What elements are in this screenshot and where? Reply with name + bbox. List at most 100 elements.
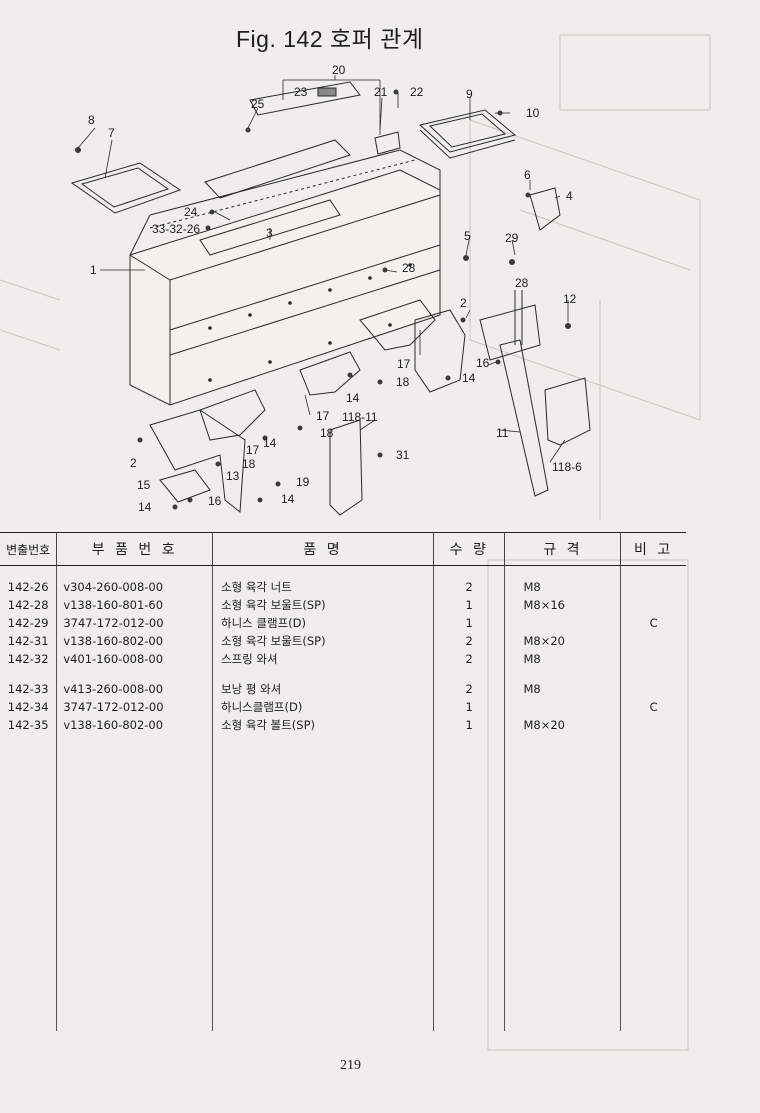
cell-part-number: v304-260-008-00 (56, 578, 214, 596)
cell-ref: 142-34 (0, 698, 58, 716)
cell-quantity: 1 (433, 698, 506, 716)
callout-label: 28 (515, 276, 529, 290)
cell-note (621, 650, 686, 668)
cell-part-number: v401-160-008-00 (56, 650, 214, 668)
header-ref-number: 변출번호 (0, 532, 58, 566)
callout-label: 4 (566, 189, 573, 203)
callout-label: 25 (251, 97, 265, 111)
cell-ref: 142-29 (0, 614, 58, 632)
callout-label: 2 (460, 296, 467, 310)
callout-label: 14 (263, 436, 277, 450)
callout-label: 28 (402, 261, 416, 275)
callout-label: 17 (316, 409, 330, 423)
cell-spec (504, 614, 622, 632)
cell-quantity: 1 (433, 614, 506, 632)
callout-label: 16 (208, 494, 222, 508)
callout-label: 1 (90, 263, 97, 277)
callout-label: 22 (410, 85, 424, 99)
callout-label: 29 (505, 231, 519, 245)
callout-label: 13 (226, 469, 240, 483)
cell-part-number: v138-160-802-00 (56, 632, 214, 650)
cell-quantity: 1 (433, 596, 506, 614)
cell-note: C (649, 616, 658, 630)
table-row: 142-34 3747-172-012-00 하니스클램프(D) 1 C (0, 698, 686, 716)
callout-label: 14 (281, 492, 295, 506)
callout-label: 18 (320, 426, 334, 440)
table-row: 142-32 v401-160-008-00 스프링 와셔 2 M8 (0, 650, 686, 668)
table-row: 142-35 v138-160-802-00 소형 육각 볼트(SP) 1 M8… (0, 716, 686, 734)
cell-part-name: 보낭 평 와셔 (212, 680, 434, 698)
cell-spec: M8×20 (504, 632, 622, 650)
cell-quantity: 2 (433, 650, 506, 668)
cell-part-name: 하니스클램프(D) (212, 698, 434, 716)
cell-note (621, 716, 686, 734)
cell-part-number: 3747-172-012-00 (56, 614, 214, 632)
callout-label: 15 (137, 478, 151, 492)
cell-part-name: 스프링 와셔 (212, 650, 434, 668)
callout-label: 118-11 (342, 410, 378, 424)
header-remarks: 비 고 (620, 532, 686, 566)
cell-spec: M8 (504, 680, 622, 698)
table-header-row: 변출번호 부 품 번 호 품 명 수 량 규 격 비 고 (0, 532, 686, 566)
cell-note: C (649, 700, 658, 714)
callout-label: 18 (242, 457, 256, 471)
callout-label: 17 (397, 357, 411, 371)
cell-ref: 142-28 (0, 596, 58, 614)
table-row: 142-29 3747-172-012-00 하니스 클램프(D) 1 C (0, 614, 686, 632)
header-quantity: 수 량 (433, 532, 506, 566)
cell-part-number: v138-160-802-00 (56, 716, 214, 734)
callout-label: 24 (184, 205, 198, 219)
cell-ref: 142-31 (0, 632, 58, 650)
cell-quantity: 2 (433, 632, 506, 650)
callout-label: 19 (296, 475, 310, 489)
callout-label: 10 (526, 106, 540, 120)
table-empty-area (0, 734, 686, 1031)
parts-list-table: 변출번호 부 품 번 호 품 명 수 량 규 격 비 고 142-26 v304… (0, 532, 686, 1031)
callout-label: 31 (396, 448, 410, 462)
callout-label: 20 (332, 63, 346, 77)
callout-label: 21 (374, 85, 388, 99)
callout-label: 11 (496, 426, 509, 440)
table-row: 142-28 v138-160-801-60 소형 육각 보울트(SP) 1 M… (0, 596, 686, 614)
callout-label: 14 (138, 500, 152, 514)
callout-label: 12 (563, 292, 577, 306)
callout-label: 14 (462, 371, 476, 385)
table-row: 142-33 v413-260-008-00 보낭 평 와셔 2 M8 (0, 680, 686, 698)
callout-label: 18 (396, 375, 410, 389)
cell-quantity: 2 (433, 578, 506, 596)
cell-part-number: 3747-172-012-00 (56, 698, 214, 716)
cell-spec: M8×20 (504, 716, 622, 734)
table-spacer (0, 668, 686, 680)
cell-note (621, 632, 686, 650)
callout-label: 7 (108, 126, 115, 140)
cell-quantity: 1 (433, 716, 506, 734)
exploded-parts-diagram: 1 2 2 3 4 5 6 7 8 9 10 11 12 13 14 14 14… (70, 63, 591, 516)
cell-spec: M8 (504, 578, 622, 596)
cell-part-number: v413-260-008-00 (56, 680, 214, 698)
header-part-number: 부 품 번 호 (56, 532, 214, 566)
cell-ref: 142-32 (0, 650, 58, 668)
table-row: 142-31 v138-160-802-00 소형 육각 보울트(SP) 2 M… (0, 632, 686, 650)
callout-label: 118-6 (552, 460, 582, 474)
figure-title: Fig. 142 호퍼 관계 (236, 26, 424, 52)
cell-part-name: 소형 육각 보울트(SP) (212, 596, 434, 614)
cell-part-name: 소형 육각 볼트(SP) (212, 716, 434, 734)
cell-part-name: 소형 육각 너트 (212, 578, 434, 596)
cell-ref: 142-33 (0, 680, 58, 698)
callout-label: 9 (466, 87, 473, 101)
cell-part-name: 소형 육각 보울트(SP) (212, 632, 434, 650)
cell-ref: 142-35 (0, 716, 58, 734)
callout-label: 3 (266, 226, 273, 240)
callout-label: 23 (294, 85, 308, 99)
table-row: 142-26 v304-260-008-00 소형 육각 너트 2 M8 (0, 578, 686, 596)
header-specification: 규 격 (504, 532, 622, 566)
callout-label: 17 (246, 443, 260, 457)
cell-quantity: 2 (433, 680, 506, 698)
table-spacer (0, 565, 686, 578)
callout-label: 2 (130, 456, 137, 470)
callout-label: 16 (476, 356, 490, 370)
cell-note (621, 596, 686, 614)
cell-ref: 142-26 (0, 578, 58, 596)
cell-note (621, 578, 686, 596)
